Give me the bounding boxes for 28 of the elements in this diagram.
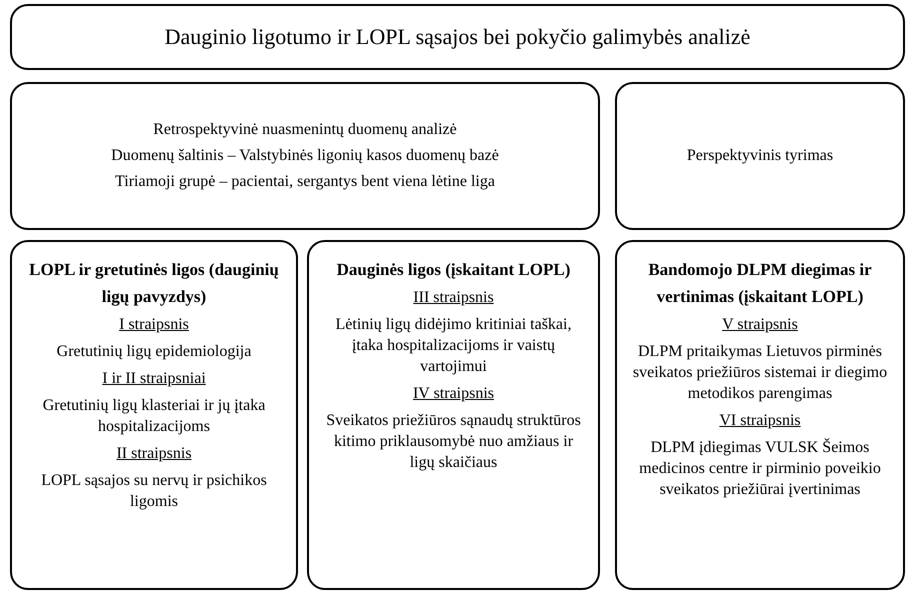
article-label: I straipsnis <box>118 315 190 335</box>
article-label: III straipsnis <box>412 288 495 308</box>
article-description: Gretutinių ligų epidemiologija <box>56 342 252 362</box>
title-text: Dauginio ligotumo ir LOPL sąsajos bei pokyčio galimybės analizė <box>164 24 752 50</box>
article-label: V straipsnis <box>721 315 799 335</box>
description-text: Duomenų šaltinis – Valstybinės ligonių kasos duomenų bazė <box>110 146 500 166</box>
article-description: DLPM pritaikymas Lietuvos pirminės sveikatos priežiūros sistemai ir diegimo metodikos parengimas <box>632 342 888 404</box>
section-heading: LOPL ir gretutinės ligos (dauginių ligų pavyzdys) <box>28 259 280 308</box>
study-box <box>10 240 298 590</box>
description-text: Retrospektyvinė nuasmenintų duomenų analizė <box>152 120 458 140</box>
article-label: VI straipsnis <box>718 411 802 431</box>
description-text: Perspektyvinis tyrimas <box>686 146 834 166</box>
section-heading: Bandomojo DLPM diegimas ir vertinimas (įskaitant LOPL) <box>647 259 873 308</box>
article-label: II straipsnis <box>115 444 193 464</box>
article-label: I ir II straipsniai <box>101 369 207 389</box>
article-label: IV straipsnis <box>412 384 496 404</box>
title-box <box>10 4 905 70</box>
study-box <box>307 240 600 590</box>
section-heading: Dauginės ligos (įskaitant LOPL) <box>336 259 572 281</box>
study-box <box>10 82 600 230</box>
article-description: Lėtinių ligų didėjimo kritiniai taškai, įtaka hospitalizacijoms ir vaistų vartojimui <box>334 315 572 377</box>
study-box <box>615 82 905 230</box>
article-description: Sveikatos priežiūros sąnaudų struktūros kitimo priklausomybė nuo amžiaus ir ligų skaičiaus <box>325 411 582 473</box>
article-description: Gretutinių ligų klasteriai ir jų įtaka hospitalizacijoms <box>42 396 266 437</box>
study-box <box>615 240 905 590</box>
description-text: Tiriamoji grupė – pacientai, sergantys bent viena lėtine liga <box>114 172 496 192</box>
article-description: LOPL sąsajos su nervų ir psichikos ligomis <box>40 471 268 512</box>
article-description: DLPM įdiegimas VULSK Šeimos medicinos centre ir pirminio poveikio sveikatos priežiūrai įvertinimas <box>638 437 882 500</box>
